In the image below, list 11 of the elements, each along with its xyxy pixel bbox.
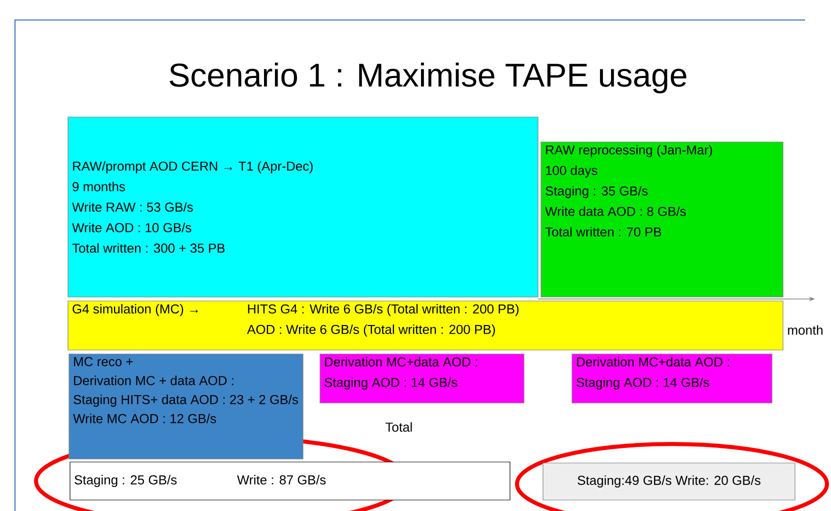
total-box: Staging : 25 GB/s Write : 87 GB/s — [70, 462, 510, 500]
axis-label: month — [788, 325, 822, 335]
process-box: Derivation MC+data AOD : Staging AOD : 14 GB/s — [572, 354, 772, 404]
slide-title: Scenario 1 : Maximise TAPE usage — [170, 62, 686, 94]
process-box: Derivation MC+data AOD : Staging AOD : 14 GB/s — [320, 354, 524, 404]
process-box: MC reco + Derivation MC + data AOD : Staging HITS+ data AOD : 23 + 2 GB/s Write MC AOD : 12 GB/s — [68, 354, 304, 460]
process-bar: G4 simulation (MC) → HITS G4 : Write 6 GB/s (Total written : 200 PB) AOD : Write 6 GB/s (Total written : 200 PB) — [68, 300, 784, 350]
total-box: Staging:49 GB/s Write: 20 GB/s — [542, 462, 796, 500]
process-box: RAW/prompt AOD CERN → T1 (Apr-Dec) 9 months Write RAW : 53 GB/s Write AOD : 10 GB/s Total written : 300 + 35 PB — [68, 116, 538, 298]
process-box: RAW reprocessing (Jan-Mar) 100 days Staging : 35 GB/s Write data AOD : 8 GB/s Total written : 70 PB — [540, 142, 784, 298]
total-label: Total — [386, 422, 412, 432]
